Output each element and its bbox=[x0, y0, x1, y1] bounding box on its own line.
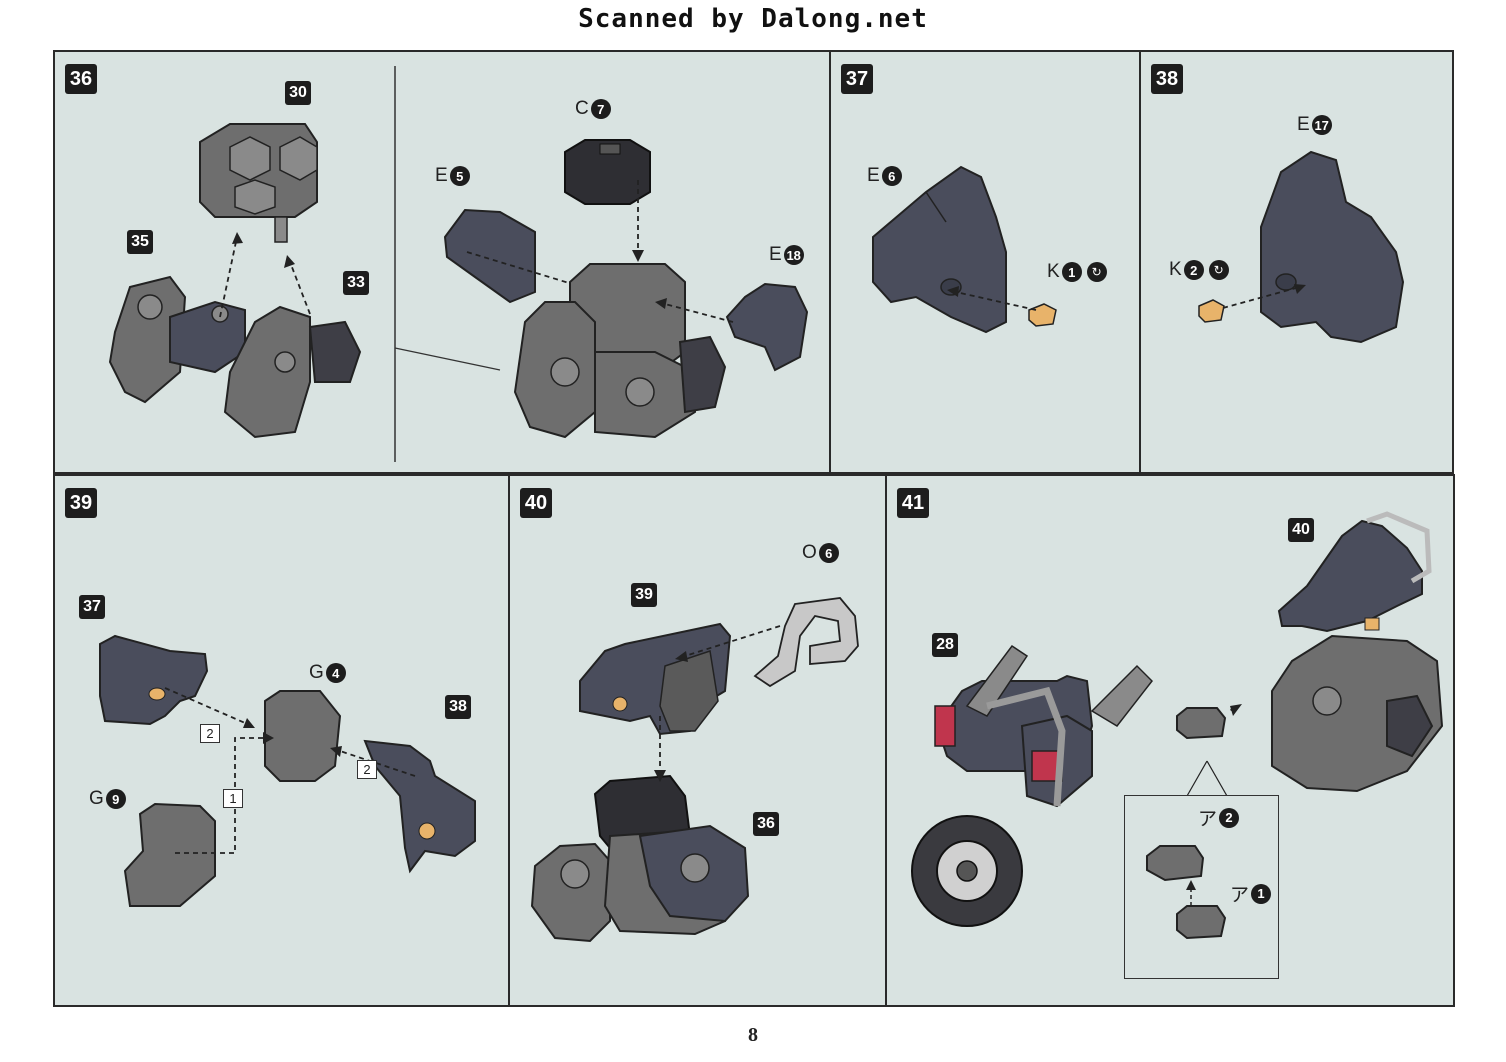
part-e5 bbox=[443, 208, 536, 304]
part-c7 bbox=[564, 139, 651, 205]
step-number: 38 bbox=[1151, 64, 1183, 94]
rotate-icon: ↻ bbox=[1208, 260, 1229, 280]
rotate-icon: ↻ bbox=[1086, 262, 1107, 282]
step-41-illustration bbox=[911, 511, 1444, 927]
step-39-illustration bbox=[99, 634, 476, 907]
step-number: 41 bbox=[897, 488, 929, 518]
step-number: 36 bbox=[65, 64, 97, 94]
ref-badge-38: 38 bbox=[445, 695, 471, 719]
inset-illustration bbox=[1146, 845, 1227, 940]
step-40-illustration bbox=[530, 597, 859, 943]
part-33-fist bbox=[223, 305, 362, 439]
step-38-illustration bbox=[1198, 150, 1405, 344]
step-37-illustration bbox=[872, 165, 1057, 334]
order-marker: 2 bbox=[357, 760, 377, 779]
part-e18 bbox=[725, 282, 809, 372]
step-36-panel: 36 bbox=[53, 50, 831, 474]
assembled-body-36 bbox=[513, 263, 727, 439]
step-number: 37 bbox=[841, 64, 873, 94]
ref-badge-40: 40 bbox=[1288, 518, 1314, 542]
ref-badge-39: 39 bbox=[631, 583, 657, 607]
order-marker: 1 bbox=[223, 789, 243, 808]
ref-badge-37: 37 bbox=[79, 595, 105, 619]
ref-badge-35: 35 bbox=[127, 230, 153, 254]
step-number: 39 bbox=[65, 488, 97, 518]
scan-watermark-header: Scanned by Dalong.net bbox=[578, 4, 928, 34]
ref-badge-30: 30 bbox=[285, 81, 311, 105]
step-number: 40 bbox=[520, 488, 552, 518]
ref-badge-36: 36 bbox=[753, 812, 779, 836]
ref-badge-28: 28 bbox=[932, 633, 958, 657]
ref-badge-33: 33 bbox=[343, 271, 369, 295]
part-30-body bbox=[199, 123, 318, 243]
order-marker: 2 bbox=[200, 724, 220, 743]
step-36-illustration bbox=[108, 66, 809, 462]
page-number: 8 bbox=[748, 1024, 758, 1046]
